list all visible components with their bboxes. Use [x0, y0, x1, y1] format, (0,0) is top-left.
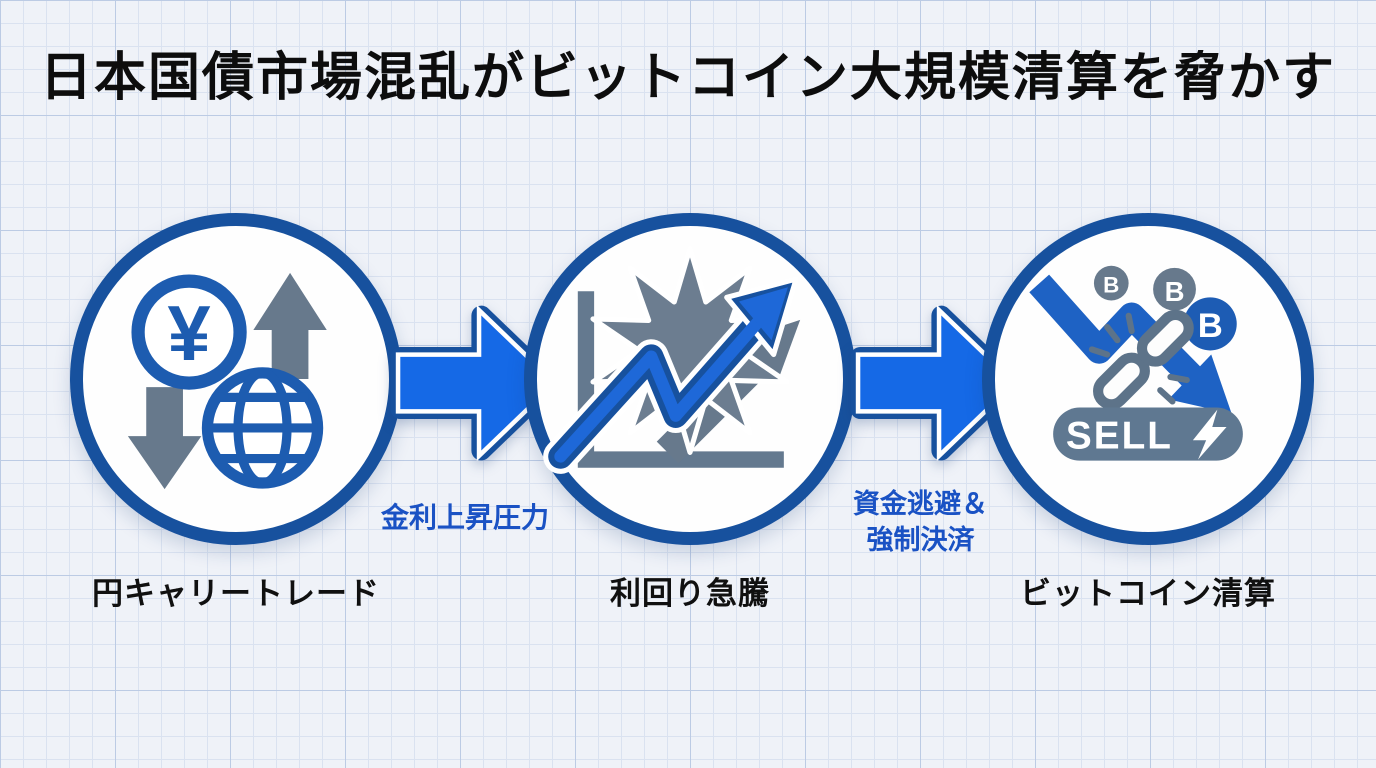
yield-spike-chart-icon — [543, 245, 801, 474]
bitcoin-coin-gray-icon: B — [1093, 265, 1129, 301]
btc-symbol: B — [1103, 273, 1119, 298]
arrow-label-line: 金利上昇圧力 — [380, 502, 549, 533]
btc-symbol: B — [1165, 276, 1185, 307]
yen-coin-icon: ¥ — [131, 274, 247, 390]
node-bitcoin-liquidation: B B B — [982, 213, 1314, 545]
globe-icon — [201, 367, 324, 489]
bitcoin-liquidation-icon: B B B — [1029, 265, 1243, 461]
arrow-label-capital-flight: 資金逃避＆ 強制決済 — [828, 486, 1013, 558]
chart-axes-icon — [577, 291, 784, 468]
sell-label: SELL — [1066, 415, 1173, 458]
lightning-bolt-icon — [1192, 409, 1227, 460]
bitcoin-coin-blue-icon: B — [1183, 297, 1237, 351]
flow-arrow-right-icon — [850, 304, 1022, 462]
arrow-label-line: 強制決済 — [866, 525, 975, 555]
node-yen-carry-trade: ¥ — [70, 213, 402, 545]
node-label-bitcoin-liquidation: ビットコイン清算 — [1020, 576, 1276, 611]
btc-symbol: B — [1198, 307, 1223, 345]
yen-carry-trade-icon: ¥ — [127, 272, 327, 490]
page-title: 日本国債市場混乱がビットコイン大規模清算を脅かす — [39, 49, 1336, 107]
arrow-label-line: 資金逃避＆ — [853, 489, 988, 519]
down-arrow-icon — [127, 387, 202, 490]
broken-chain-icon — [1088, 309, 1194, 410]
arrow-label-rate-pressure: 金利上昇圧力 — [350, 500, 580, 536]
bitcoin-coin-gray-icon: B — [1153, 267, 1196, 311]
break-sparks-icon — [1088, 312, 1190, 405]
yen-symbol: ¥ — [168, 291, 211, 377]
node-yield-spike — [524, 213, 856, 545]
sell-button: SELL — [1053, 407, 1243, 461]
node-label-yen-carry-trade: 円キャリートレード — [92, 576, 380, 611]
rising-zigzag-arrow-icon — [543, 276, 799, 474]
up-arrow-icon — [253, 272, 327, 379]
node-label-yield-spike: 利回り急騰 — [610, 576, 770, 611]
flow-arrow-right-icon — [390, 304, 562, 462]
